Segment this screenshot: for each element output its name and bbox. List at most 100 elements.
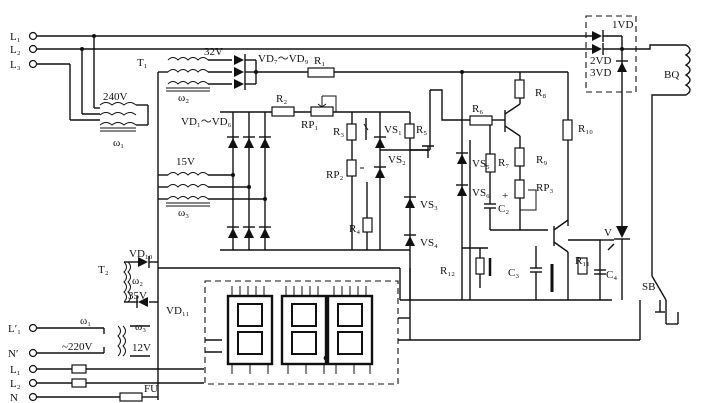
resistor-r2 <box>271 106 295 117</box>
label-rp3: RP₃ <box>536 182 553 194</box>
vd-group-box <box>585 15 637 93</box>
t1-secondary-32v <box>157 57 232 400</box>
terminal-l1-prime[interactable] <box>28 323 38 333</box>
potentiometer-rp1 <box>310 106 334 117</box>
label-c3: C₃ <box>508 267 519 279</box>
t1-name: T₁ <box>137 57 148 69</box>
t2-name: T₂ <box>98 264 109 276</box>
label-3vd: 3VD <box>590 67 611 79</box>
terminal-l2[interactable] <box>28 44 38 54</box>
t1-15v-label: 15V <box>176 156 195 168</box>
t2-primary <box>37 325 150 357</box>
t1-primary-winding-label: ω₁ <box>113 137 124 149</box>
label-n-bottom: N <box>10 392 18 403</box>
control-stack <box>346 90 434 250</box>
terminal-l3[interactable] <box>28 59 38 69</box>
t1-primary-voltage: 240V <box>103 91 128 103</box>
label-vs3: VS₃ <box>420 199 438 211</box>
label-vd1-vd6: VD₁～VD₆ <box>181 116 232 128</box>
label-r7: R₇ <box>498 157 509 169</box>
terminal-l1-bottom[interactable] <box>28 364 38 374</box>
label-vd7-vd9: VD₇～VD₉ <box>258 53 309 65</box>
label-l2-bottom: L₂ <box>10 378 21 390</box>
label-r5: R₅ <box>416 124 427 136</box>
label-r6: R₆ <box>472 103 483 115</box>
label-r10: R₁₀ <box>578 123 593 135</box>
label-rp1: RP₁ <box>301 119 318 131</box>
resistor-r6 <box>469 115 493 126</box>
resistor-r4 <box>362 217 373 233</box>
terminal-n-bottom[interactable] <box>28 392 38 402</box>
fuse-fu <box>119 392 143 402</box>
resistor-r12 <box>475 257 485 275</box>
resistor-r5 <box>404 123 415 139</box>
coil-bq <box>622 44 691 256</box>
thyristor-v <box>600 98 630 300</box>
label-sb: SB <box>642 281 655 293</box>
label-vs2: VS₂ <box>388 154 406 166</box>
label-l1-bottom: L₁ <box>10 364 21 376</box>
label-vs5: VS₅ <box>472 158 490 170</box>
t1-secondary-15v <box>158 172 265 207</box>
display-module-box <box>204 280 399 385</box>
label-vd11: VD₁₁ <box>166 305 190 317</box>
t2-primary-voltage: ~220V <box>62 341 92 353</box>
potentiometer-rp3 <box>514 179 525 199</box>
driver-stage <box>430 72 548 300</box>
terminal-l1[interactable] <box>28 31 38 41</box>
label-c2: C₂ <box>498 203 509 215</box>
label-r4: R₄ <box>349 223 360 235</box>
t2-voltage-12: 12V <box>132 342 151 354</box>
label-vs6: VS₆ <box>472 187 490 199</box>
display-digits <box>226 286 374 374</box>
t1-32v-winding-label: ω₂ <box>178 92 189 104</box>
t1-primary-winding <box>70 102 149 132</box>
label-fu: FU <box>144 383 158 395</box>
label-r2: R₂ <box>276 93 287 105</box>
label-2vd: 2VD <box>590 55 611 67</box>
output-transistor <box>553 219 606 300</box>
resistor-r11 <box>577 257 588 275</box>
vd7-vd9-diodes <box>234 54 308 90</box>
label-l1-prime: L′₁ <box>8 323 21 335</box>
terminal-l2-bottom[interactable] <box>28 378 38 388</box>
switch-sb[interactable] <box>651 256 679 325</box>
label-bq: BQ <box>664 69 679 81</box>
t1-15v-winding-label: ω₃ <box>178 207 189 219</box>
t2-winding-2: ω₂ <box>132 275 143 287</box>
t2-voltage-35: 35V <box>128 290 147 302</box>
resistor-r10 <box>562 119 573 141</box>
label-vs4: VS₄ <box>420 237 438 249</box>
resistor-r1 <box>307 67 335 78</box>
t2-winding-3: ω₃ <box>135 321 146 333</box>
vd-group-diodes <box>592 30 628 98</box>
potentiometer-rp2 <box>346 159 357 177</box>
label-v: V <box>604 227 612 239</box>
resistor-r8 <box>514 79 525 99</box>
label-r9: R₉ <box>536 154 547 166</box>
label-r8: R₈ <box>535 87 546 99</box>
t1-32v-label: 32V <box>204 46 223 58</box>
label-l1: L₁ <box>10 31 21 43</box>
label-r12: R₁₂ <box>440 265 455 277</box>
label-r1: R₁ <box>314 55 325 67</box>
vd1-vd6-bridge <box>220 111 410 251</box>
label-l3: L₃ <box>10 59 21 71</box>
label-vd10: VD₁₀ <box>129 248 153 260</box>
bottom-inputs <box>28 364 204 402</box>
label-r11: R₁₁ <box>575 255 590 267</box>
label-rp2: RP₂ <box>326 169 343 181</box>
label-vs1: VS₁ <box>384 124 402 136</box>
label-1vd: 1VD <box>612 19 633 31</box>
resistor-r3 <box>346 123 357 141</box>
terminal-n-prime[interactable] <box>28 348 38 358</box>
mains-bus-lines <box>28 31 592 120</box>
label-c4: C₄ <box>606 269 617 281</box>
resistor-r9 <box>514 147 525 167</box>
t2-secondary <box>123 256 401 308</box>
label-l2: L₂ <box>10 44 21 56</box>
label-plus: + <box>502 190 508 202</box>
t2-winding-1: ω₁ <box>80 315 91 327</box>
label-r3: R₃ <box>333 126 344 138</box>
